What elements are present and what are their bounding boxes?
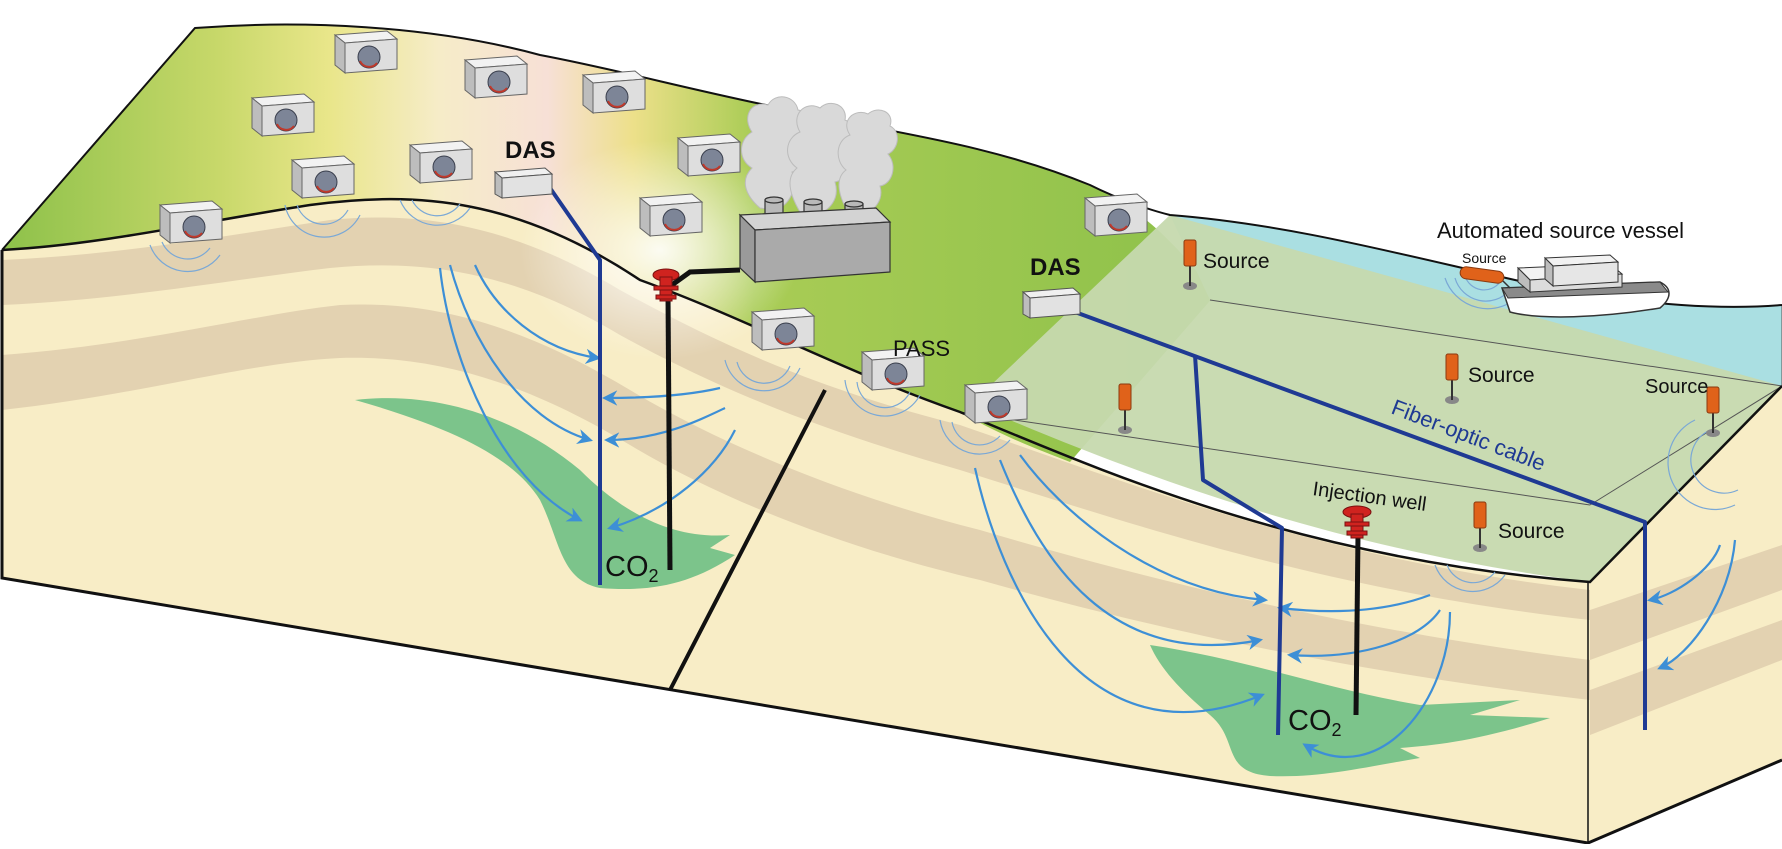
fiber-optic-cables: [548, 186, 1647, 736]
fiber-cable-branch: [1193, 354, 1284, 736]
das-interrogator-right: [1021, 287, 1082, 319]
pass-sensor-icon: [1083, 193, 1149, 238]
injection-well-left: [652, 267, 741, 571]
pass-sensor-icon: [963, 380, 1029, 425]
pass-sensor-layer: [158, 30, 1149, 425]
seismic-source-icon: [1706, 386, 1720, 437]
wave-arrow: [998, 459, 1264, 650]
wave-arrow: [438, 267, 583, 522]
pass-sensor-icon: [333, 30, 399, 75]
wave-arrow: [1019, 454, 1269, 607]
seismic-source-icon: [1473, 501, 1487, 552]
pass-sensor-icon: [250, 93, 316, 138]
co2-plume-left: [355, 398, 735, 590]
power-plant-icon: [738, 96, 898, 284]
fiber-cable-left: [548, 186, 602, 585]
strata-band-right: [1590, 545, 1782, 660]
coastline-profile: [1, 197, 1782, 584]
wave-arrow: [1646, 544, 1722, 606]
wellhead-icon: [1342, 505, 1372, 539]
das-label-left: DAS: [505, 137, 556, 164]
pass-sensor-icon: [290, 155, 356, 200]
wave-arrow: [1286, 609, 1441, 664]
wave-arrow: [1276, 593, 1431, 618]
injection-well-right: [1342, 505, 1372, 716]
strata-band-upper: [2, 217, 1590, 620]
wellhead-icon: [652, 268, 680, 302]
source-label-3: Source: [1645, 376, 1708, 398]
co2-label-left: CO2: [605, 551, 659, 586]
seismic-source-icon: [1118, 383, 1132, 434]
seismic-source-icon: [1183, 239, 1197, 290]
pass-sensor-icon: [860, 347, 926, 392]
co2-label-right: CO2: [1288, 705, 1342, 740]
section-outline: [0, 250, 1782, 845]
pass-sensor-icon: [463, 55, 529, 100]
power-plant-glow: [520, 140, 800, 360]
strata-band-middle: [2, 304, 1590, 700]
wave-arrow: [1657, 539, 1737, 671]
pass-sensor-icon: [676, 133, 742, 178]
towed-source-icon: [1459, 266, 1511, 289]
wave-arrow: [448, 264, 593, 445]
pass-label: PASS: [893, 336, 950, 361]
boat-icon: [1459, 254, 1670, 318]
smoke-plumes: [741, 96, 898, 215]
wave-arrow: [603, 407, 726, 448]
wave-arrow: [607, 429, 736, 532]
pass-sensor-icon: [158, 200, 224, 245]
wave-arrow: [1302, 611, 1452, 758]
seismic-source-layer: [1118, 239, 1720, 552]
das-interrogator-left: [493, 167, 554, 199]
source-label-2: Source: [1468, 364, 1535, 387]
pass-sensor-icon: [581, 70, 647, 115]
seismic-source-icon: [1445, 353, 1459, 404]
vessel-label: Automated source vessel: [1437, 218, 1684, 243]
shelf-edge: [1209, 299, 1782, 387]
shelf-inner-line: [959, 411, 1591, 506]
source-label-4: Source: [1498, 520, 1565, 543]
wave-arrow: [973, 467, 1265, 713]
pass-sensor-icon: [638, 193, 704, 238]
pass-sensor-icon: [408, 140, 474, 185]
wave-arrow: [473, 264, 602, 364]
cross-section: [0, 199, 1782, 845]
das-label-right: DAS: [1030, 254, 1081, 281]
vessel-source-label: Source: [1462, 250, 1507, 266]
source-label-1: Source: [1203, 250, 1270, 273]
shelf-surface: [970, 215, 1782, 582]
fault-line: [668, 389, 827, 691]
strata-band-right-lower: [1590, 620, 1782, 735]
co2-plume-right: [1150, 645, 1550, 777]
wavefront-rings: [149, 199, 1739, 593]
pass-sensor-icon: [750, 307, 816, 352]
shelf-right-line: [1589, 385, 1782, 506]
fiber-cable-right: [1074, 310, 1647, 730]
